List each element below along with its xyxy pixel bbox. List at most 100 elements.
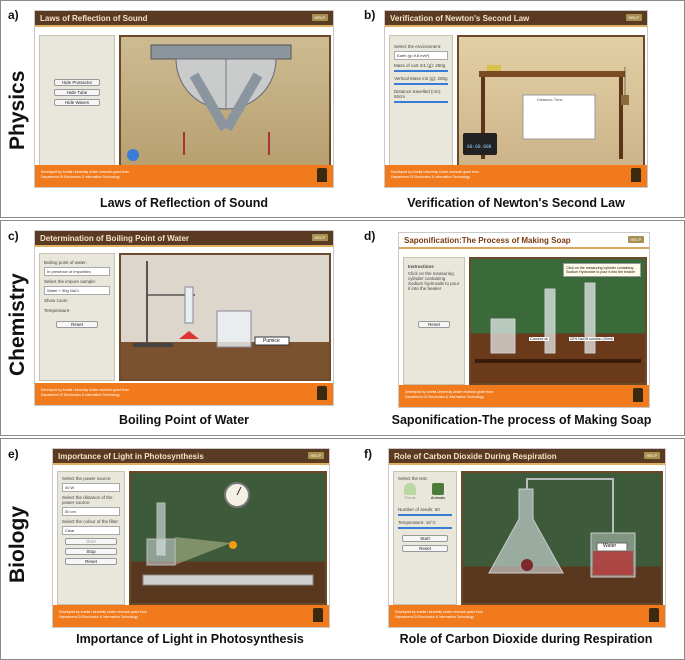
environment-label: Select the environment: — [394, 44, 442, 49]
panel-title: Role of Carbon Dioxide During Respiratio… — [389, 449, 665, 465]
reset-button[interactable]: Reset — [56, 321, 98, 328]
panel-title: Saponification:The Process of Making Soa… — [399, 233, 649, 249]
footer-bar: Developed by Amrita University Under res… — [35, 383, 333, 405]
footer-text: Developed by Amrita University Under res… — [405, 390, 493, 399]
help-button[interactable]: HELP — [627, 236, 644, 243]
reset-button[interactable]: Reset — [65, 558, 117, 565]
emblem-icon — [317, 168, 327, 182]
respiration-scene — [488, 478, 636, 578]
footer-bar: Developed by Amrita University Under res… — [389, 605, 665, 627]
mass2-slider[interactable] — [394, 83, 448, 85]
hide-waves-button[interactable]: Hide Waves — [54, 99, 100, 106]
distance-select[interactable]: 50 cm — [62, 507, 120, 516]
panel-tag: c) — [8, 229, 19, 243]
footer-bar: Developed by Amrita University Under res… — [53, 605, 329, 627]
bp-select[interactable]: In presence of impurities — [44, 267, 110, 276]
panel-a-screenshot: Laws of Reflection of Sound HELP Hide Pr… — [34, 10, 334, 188]
emblem-icon — [631, 168, 641, 182]
seeds-label: Number of seeds: 50 — [398, 507, 440, 512]
plant-icon — [404, 483, 416, 495]
plants-label: Plants — [404, 495, 416, 500]
photosynthesis-scene — [142, 482, 314, 586]
distance-slider[interactable] — [394, 101, 448, 103]
panel-tag: a) — [8, 8, 19, 22]
footer-text: Developed by Amrita University Under res… — [41, 388, 129, 397]
panel-caption: Laws of Reflection of Sound — [99, 196, 269, 210]
panel-tag: e) — [8, 447, 19, 461]
footer-text: Developed by Amrita University Under res… — [41, 170, 129, 179]
stop-button[interactable]: Stop — [65, 548, 117, 555]
hide-protractor-button[interactable]: Hide Protractor — [54, 79, 100, 86]
panel-c-screenshot: Determination of Boiling Point of Water … — [34, 230, 334, 406]
help-button[interactable]: HELP — [311, 234, 328, 241]
experiment-stage — [129, 471, 327, 605]
panel-caption: Importance of Light in Photosynthesis — [76, 632, 304, 646]
temperature-label: Temperature: 15°C — [398, 520, 436, 525]
impure-select[interactable]: Water + 50g NaCl — [44, 286, 110, 295]
mass2-label: Vertical Mass m2 (g): 200g — [394, 76, 448, 81]
seeds-slider[interactable] — [398, 514, 452, 516]
panel-b-screenshot: Verification of Newton's Second Law HELP… — [384, 10, 648, 188]
show-zoom-checkbox[interactable]: Show zoom — [44, 298, 68, 303]
boiling-scene — [133, 261, 290, 348]
timer-readout: 00:00.000 — [467, 145, 492, 150]
control-sidebar: Hide Protractor Hide Tube Hide Waves — [39, 35, 115, 167]
help-button[interactable]: HELP — [307, 452, 324, 459]
panel-caption: Saponification-The process of Making Soa… — [391, 413, 652, 427]
panel-tag: d) — [364, 229, 376, 243]
emblem-icon — [649, 608, 659, 622]
help-button[interactable]: HELP — [625, 14, 642, 21]
control-sidebar: Select the test: Plants Animals Number o… — [393, 471, 457, 605]
impure-label: Select the impure sample: — [44, 279, 97, 284]
reset-button[interactable]: Reset — [402, 545, 448, 552]
experiment-stage — [119, 35, 331, 167]
panel-caption: Boiling Point of Water — [118, 413, 250, 427]
cylinder-label-oil: Coconut oil — [529, 337, 549, 341]
control-sidebar: Boiling point of water: In presence of i… — [39, 253, 115, 381]
experiment-stage: Pumice — [119, 253, 331, 381]
test-label: Select the test: — [398, 476, 428, 481]
temperature-slider[interactable] — [398, 527, 452, 529]
panel-f-screenshot: Role of Carbon Dioxide During Respiratio… — [388, 448, 666, 628]
instructions-heading: Instructions — [408, 264, 434, 269]
footer-text: Developed by Amrita University Under res… — [59, 610, 147, 619]
footer-bar: Developed by Amrita University Under res… — [385, 165, 647, 187]
power-select[interactable]: 40 W — [62, 483, 120, 492]
help-button[interactable]: HELP — [643, 452, 660, 459]
water-label: Water — [603, 543, 617, 549]
hide-tube-button[interactable]: Hide Tube — [54, 89, 100, 96]
help-button[interactable]: HELP — [311, 14, 328, 21]
panel-title: Importance of Light in Photosynthesis — [53, 449, 329, 465]
reset-button[interactable]: Reset — [418, 321, 450, 328]
animals-option[interactable]: Animals — [426, 483, 450, 500]
emblem-icon — [633, 388, 643, 402]
plants-option[interactable]: Plants — [400, 483, 420, 500]
panel-title: Determination of Boiling Point of Water — [35, 231, 333, 247]
power-label: Select the power source: — [62, 476, 112, 481]
environment-select[interactable]: Earth (g=9.8 m/s²) — [394, 51, 448, 60]
mass1-slider[interactable] — [394, 70, 448, 72]
emblem-icon — [313, 608, 323, 622]
panel-caption: Role of Carbon Dioxide during Respiratio… — [399, 632, 653, 646]
bp-label: Boiling point of water: — [44, 260, 88, 265]
start-button[interactable]: Start — [402, 535, 448, 542]
instructions-text: Click on the measuring cylinder containi… — [408, 271, 460, 291]
filter-select[interactable]: Clear — [62, 526, 120, 535]
temperature-label: Temperature: — [44, 308, 71, 313]
control-sidebar: Select the power source: 40 W Select the… — [57, 471, 125, 605]
stopwatch — [463, 133, 497, 155]
cow-icon — [432, 483, 444, 495]
soap-scene — [475, 282, 641, 363]
instruction-bubble: Click on the measuring cylinder containi… — [563, 263, 641, 277]
graph-label: Distance-Time — [537, 97, 563, 102]
newton-scene — [463, 65, 629, 159]
start-button[interactable]: Start — [65, 538, 117, 545]
pumice-label: Pumice — [263, 338, 280, 344]
animals-label: Animals — [430, 495, 446, 500]
panel-d-screenshot: Saponification:The Process of Making Soa… — [398, 232, 650, 408]
footer-bar: Developed by Amrita University Under res… — [35, 165, 333, 187]
panel-title: Verification of Newton's Second Law — [385, 11, 647, 27]
control-sidebar: Instructions Click on the measuring cyli… — [403, 257, 465, 385]
panel-caption: Verification of Newton's Second Law — [407, 196, 625, 210]
panel-tag: f) — [364, 447, 372, 461]
